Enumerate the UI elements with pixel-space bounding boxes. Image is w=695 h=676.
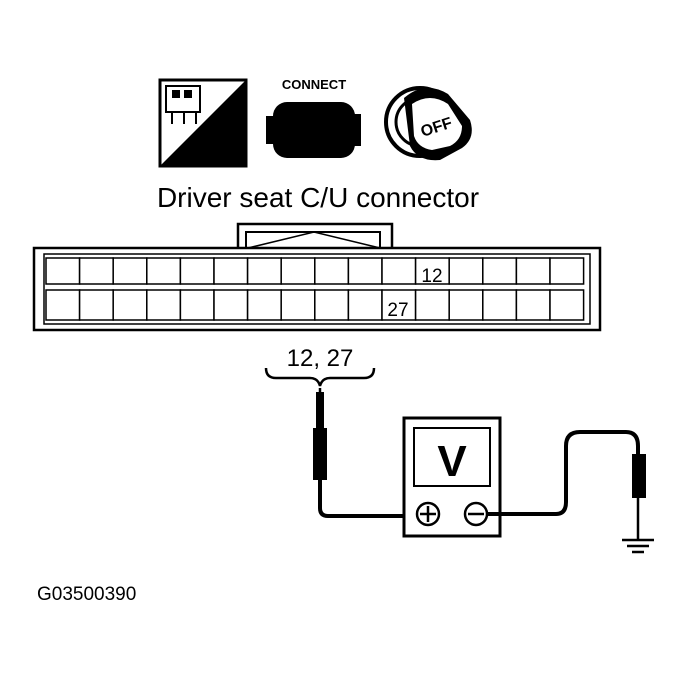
connect-icon: CONNECT E bbox=[266, 77, 361, 158]
pin-cavity bbox=[45, 289, 81, 321]
pin-cavity bbox=[146, 289, 182, 321]
pin-cavity bbox=[78, 257, 114, 285]
pin-cavity bbox=[381, 257, 417, 285]
ground-icon bbox=[622, 538, 654, 554]
pin-cavity bbox=[347, 257, 383, 285]
pin-cavity bbox=[146, 257, 182, 285]
pin-grid bbox=[45, 257, 585, 321]
pin-cavity bbox=[179, 289, 215, 321]
pin-cavity bbox=[246, 289, 282, 321]
pin-cavity bbox=[414, 289, 450, 321]
pin-cavity bbox=[347, 289, 383, 321]
pin-cavity bbox=[448, 289, 484, 321]
pin-cavity bbox=[482, 257, 518, 285]
pin-cavity bbox=[280, 289, 316, 321]
connector-body: 12 27 bbox=[32, 222, 602, 332]
pin-cavity bbox=[515, 289, 551, 321]
pin-27-label: 27 bbox=[387, 300, 408, 321]
ground-lead bbox=[487, 430, 646, 540]
pin-cavity bbox=[112, 257, 148, 285]
pin-cavity bbox=[515, 257, 551, 285]
connector-title: Driver seat C/U connector bbox=[157, 182, 479, 213]
pin-cavity bbox=[280, 257, 316, 285]
probe-brace bbox=[264, 367, 376, 387]
connect-label: CONNECT bbox=[282, 77, 346, 92]
pin-cavity bbox=[246, 257, 282, 285]
voltmeter-symbol: V bbox=[437, 437, 467, 486]
pin-cavity bbox=[549, 289, 585, 321]
pin-cavity bbox=[482, 289, 518, 321]
probe-pin-label: 12, 27 bbox=[287, 345, 354, 372]
pin-cavity bbox=[179, 257, 215, 285]
positive-probe bbox=[313, 388, 412, 518]
pin-12-label: 12 bbox=[421, 266, 442, 287]
pin-cavity bbox=[414, 257, 450, 285]
pin-cavity bbox=[45, 257, 81, 285]
harness-icon: H.S. bbox=[158, 78, 248, 168]
pin-cavity bbox=[448, 257, 484, 285]
pin-cavity bbox=[381, 289, 417, 321]
pin-cavity bbox=[213, 289, 249, 321]
pin-cavity bbox=[78, 289, 114, 321]
pin-cavity bbox=[112, 289, 148, 321]
pin-cavity bbox=[314, 289, 350, 321]
figure-id: G03500390 bbox=[37, 584, 136, 605]
harness-label: H.S. bbox=[187, 139, 226, 161]
connect-letter: E bbox=[299, 106, 330, 158]
pin-cavity bbox=[314, 257, 350, 285]
ignition-key-icon: OFF bbox=[384, 86, 472, 161]
pin-cavity bbox=[549, 257, 585, 285]
voltmeter: V bbox=[402, 416, 502, 538]
pin-cavity bbox=[213, 257, 249, 285]
